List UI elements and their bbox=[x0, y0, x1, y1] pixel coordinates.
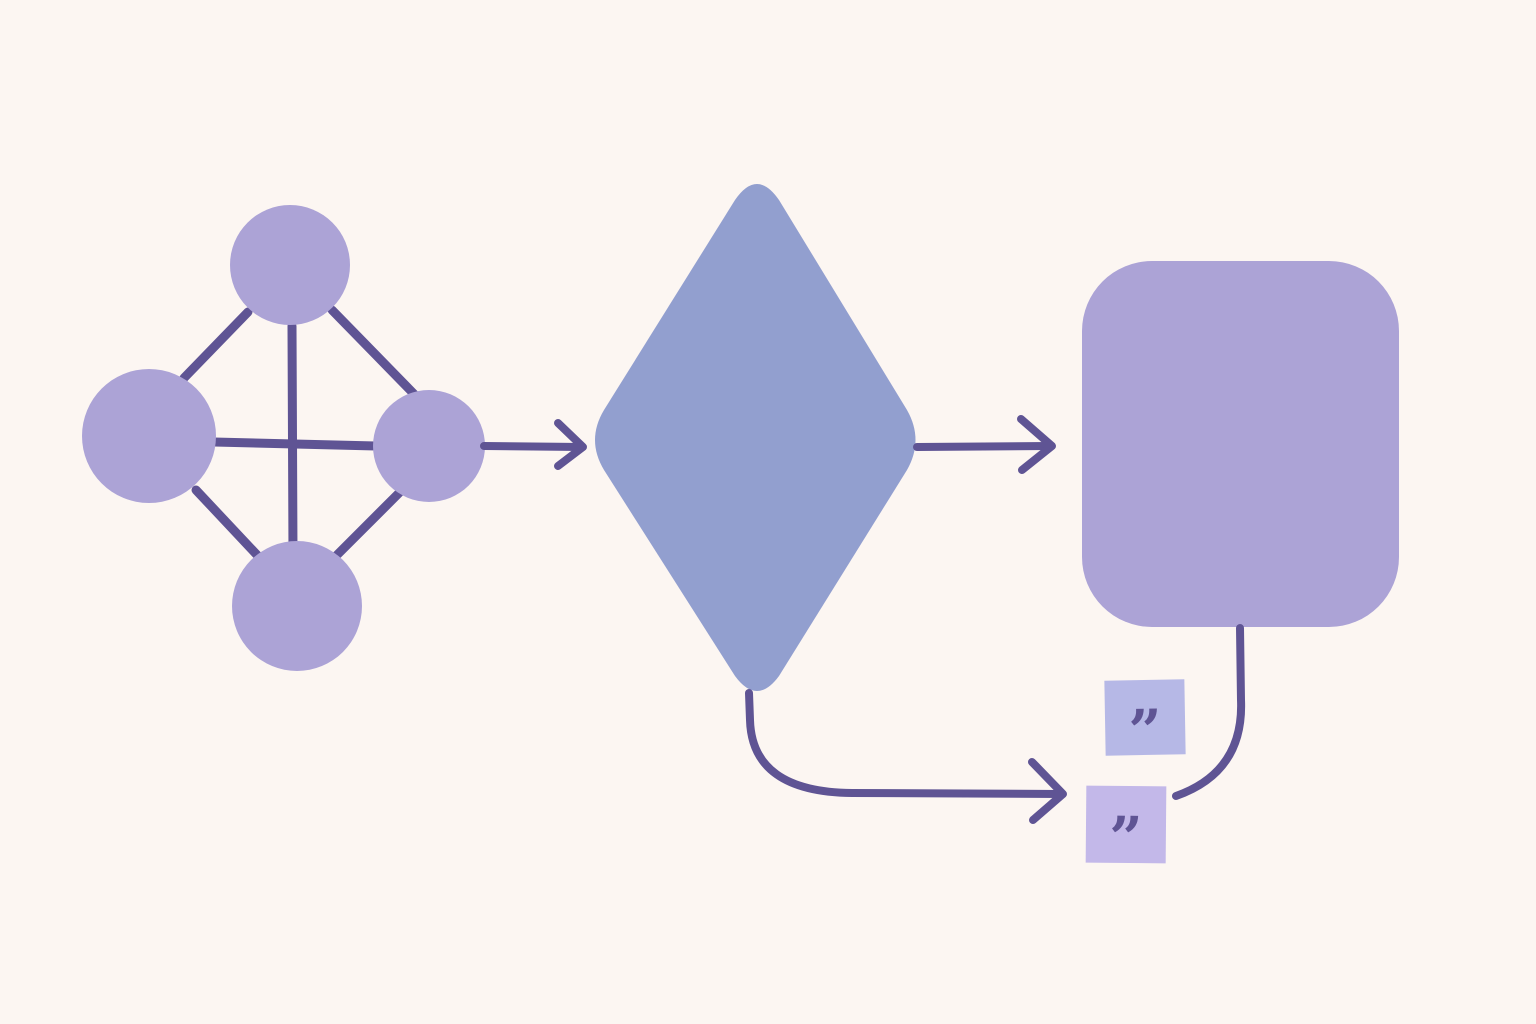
network-node-bottom bbox=[232, 541, 362, 671]
network-nodes bbox=[82, 205, 485, 671]
quote-tag-bottom: ” bbox=[1085, 785, 1167, 872]
closing-quote-icon: ” bbox=[1127, 696, 1163, 765]
arrow-shaft bbox=[913, 442, 1054, 451]
edge-bottom-right bbox=[331, 487, 405, 561]
network-node-right bbox=[373, 390, 485, 502]
edge-top-right bbox=[327, 305, 419, 399]
decision-diamond bbox=[595, 184, 916, 691]
arrow-shaft bbox=[745, 689, 1066, 798]
curved-line-process-to-tags bbox=[1172, 624, 1246, 800]
arrow-shaft bbox=[480, 442, 586, 451]
arrow-decision-to-process bbox=[913, 415, 1056, 474]
arrow-head bbox=[1028, 758, 1067, 824]
edge-bottom-left bbox=[191, 485, 263, 561]
arrow-head bbox=[554, 419, 587, 470]
quote-tag-top: ” bbox=[1104, 679, 1186, 765]
closing-quote-icon: ” bbox=[1108, 803, 1143, 872]
edge-top-left bbox=[179, 307, 253, 383]
process-box bbox=[1082, 261, 1399, 627]
curved-arrow-decision-to-tags bbox=[745, 689, 1067, 824]
network-node-left bbox=[82, 369, 216, 503]
edge-horizontal bbox=[209, 437, 381, 451]
network-edges bbox=[179, 305, 419, 561]
arrow-network-to-decision bbox=[480, 419, 587, 470]
arrow-head bbox=[1017, 415, 1056, 474]
network-node-top bbox=[230, 205, 350, 325]
